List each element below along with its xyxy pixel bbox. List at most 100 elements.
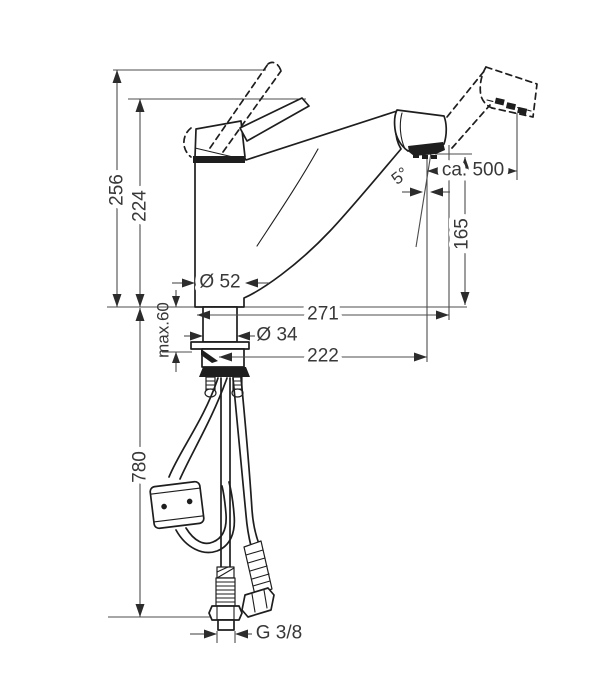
dimension-d52: Ø 52 — [172, 267, 269, 298]
weight-screw — [186, 498, 193, 505]
under-counter-assembly — [190, 306, 250, 398]
spacer-slot-detail — [201, 349, 218, 363]
dimension-max60: max.60 — [154, 290, 180, 372]
weight-band — [153, 515, 205, 523]
dimension-d34: Ø 34 — [184, 325, 298, 346]
weight-screw — [161, 503, 167, 510]
second-hose-right-edge — [240, 377, 260, 545]
arrowhead-down — [172, 296, 180, 307]
dimension-224: 224 — [125, 99, 156, 307]
corrugation — [245, 549, 264, 556]
arrowhead-up — [172, 352, 180, 363]
body-spout-seam — [256, 148, 319, 247]
second-hose-corrugated — [243, 540, 273, 596]
arrowhead-right — [504, 166, 517, 176]
dim-label-224: 224 — [130, 190, 151, 222]
dimension-271: 271 — [197, 299, 449, 330]
pullout-hose-loop-inner — [185, 485, 227, 545]
arrowhead-up — [112, 70, 122, 83]
arrowhead-down — [135, 294, 145, 307]
arrowhead-up — [135, 99, 145, 112]
arrowhead-left — [245, 278, 258, 288]
arrowhead-right — [204, 629, 217, 639]
second-hose-hex-fitting — [241, 587, 275, 618]
pullout-hose-inner — [179, 377, 228, 480]
base-flange — [190, 341, 250, 350]
pullout-dashed-link-bottom — [451, 104, 491, 149]
second-hose-left-edge — [232, 377, 252, 547]
corrugation — [247, 557, 266, 564]
lever-raised-dashed-edge — [222, 70, 282, 153]
handle-joint-band — [193, 156, 245, 163]
weight-body — [149, 480, 205, 530]
arrowhead-down — [460, 292, 470, 305]
arrowhead-right — [414, 352, 427, 362]
dim-label-max60: max.60 — [154, 302, 173, 358]
reference-lines — [107, 69, 518, 643]
pullout-hose-outer — [168, 377, 219, 478]
connector-hex-nut — [208, 605, 243, 621]
dimension-5deg: 5° — [388, 164, 450, 197]
arrowhead-up — [135, 308, 145, 321]
hex-facet — [251, 593, 256, 613]
dim-label-5deg: 5° — [388, 164, 413, 189]
dim-label-222: 222 — [307, 346, 339, 367]
pullout-dashed-link-top — [446, 69, 486, 118]
arrowhead-left — [427, 166, 440, 176]
lever-handle — [239, 97, 310, 142]
weight-band — [149, 487, 201, 495]
dim-label-ca500: ca. 500 — [442, 160, 504, 181]
spray-nozzle — [413, 154, 419, 158]
spray-nozzle — [422, 155, 428, 159]
arrowhead-right — [410, 187, 423, 197]
dimension-ca500: ca. 500 — [427, 155, 517, 186]
dim-label-165: 165 — [452, 218, 473, 250]
corrugation — [251, 573, 270, 580]
corrugation — [249, 565, 268, 572]
pullout-hose-loop-outer — [175, 481, 236, 554]
dimension-256: 256 — [102, 70, 133, 307]
dim-label-d34: Ø 34 — [256, 325, 298, 346]
spout-angle-line — [415, 152, 432, 248]
arrowhead-down — [112, 294, 122, 307]
arrowhead-up — [460, 157, 470, 170]
extended-head-dashed-outline — [485, 66, 538, 118]
dim-label-271: 271 — [307, 304, 339, 325]
arrowhead-left — [237, 331, 250, 341]
lever-raised-dashed-tip — [267, 61, 282, 72]
arrowhead-right — [436, 310, 449, 320]
aerator-band — [408, 142, 445, 156]
collar-hatch — [216, 566, 229, 573]
spray-head — [393, 109, 448, 152]
g38-pipe — [217, 619, 235, 631]
dashed-positions — [183, 61, 538, 158]
dim-label-780: 780 — [130, 451, 151, 483]
dimension-165: 165 — [447, 157, 478, 305]
faucet-body — [193, 97, 448, 308]
hose-weight — [149, 480, 205, 530]
nozzle-dash — [517, 106, 528, 115]
arrowhead-left — [430, 187, 443, 197]
nozzle-dash — [505, 102, 516, 111]
seal-ring — [199, 367, 250, 377]
arrowhead-left — [197, 310, 210, 320]
extended-head-dashed-left — [479, 66, 493, 109]
arrowhead-left — [235, 629, 248, 639]
arrowhead-down — [135, 604, 145, 617]
arrowhead-right — [190, 331, 203, 341]
lever-front-dashed-arc — [183, 127, 192, 158]
dim-label-d52: Ø 52 — [199, 272, 240, 293]
dimension-780: 780 — [125, 308, 156, 617]
dim-label-g38: G 3/8 — [256, 623, 302, 644]
hoses — [149, 377, 275, 631]
nozzle-dash — [494, 97, 505, 106]
handle-base-seam — [194, 147, 234, 158]
hex-facet — [263, 589, 268, 609]
collar-hatch — [216, 567, 235, 579]
lever-raised-dashed-edge — [209, 63, 269, 149]
spray-nozzle — [431, 155, 437, 159]
arrowhead-right — [182, 278, 195, 288]
dimension-g38: G 3/8 — [190, 623, 302, 644]
